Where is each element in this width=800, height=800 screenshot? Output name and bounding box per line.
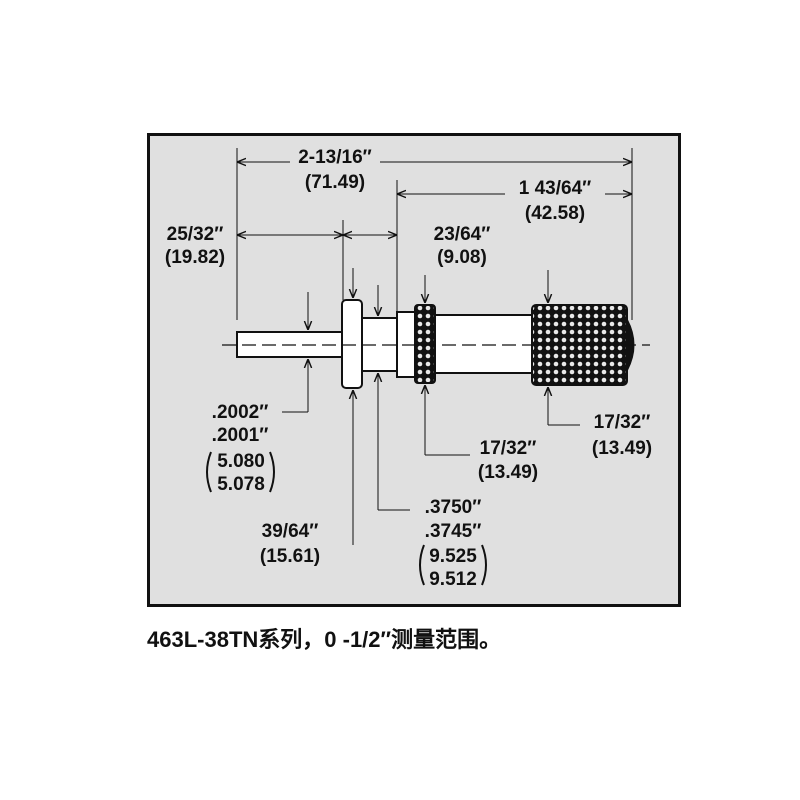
thimble-length-mm-label: (42.58) <box>525 203 585 224</box>
flange-gap-label: 23/64″ <box>434 224 491 245</box>
flange-gap-mm-label: (9.08) <box>437 247 487 268</box>
flange-dia-label: 39/64″ <box>262 521 319 542</box>
dimension-lines <box>237 162 632 235</box>
thimble-length-label: 1 43/64″ <box>519 178 592 199</box>
knurled-nut <box>414 304 436 384</box>
overall-length-label: 2-13/16″ <box>298 147 372 168</box>
stem-dia-label-2: .3745″ <box>425 521 482 542</box>
overall-length-mm-label: (71.49) <box>305 172 365 193</box>
spindle-flange-mm-label: (19.82) <box>165 247 225 268</box>
flange-dia-mm-label: (15.61) <box>260 546 320 567</box>
sleeve <box>434 314 533 374</box>
figure-caption: 463L-38TN系列，0 -1/2″测量范围。 <box>147 627 502 652</box>
stem-dia-mm-label-1: 9.525 <box>429 546 477 567</box>
spindle-dia-label-1: .2002″ <box>212 402 269 423</box>
spindle-flange-label: 25/32″ <box>167 224 224 245</box>
dimension-labels: 2-13/16″ (71.49) 1 43/64″ (42.58) 25/32″… <box>165 147 652 590</box>
knurl-dia-label: 17/32″ <box>480 438 537 459</box>
spindle-dia-mm-label-2: 5.078 <box>217 474 265 495</box>
knurl-dia-mm-label: (13.49) <box>478 462 538 483</box>
thimble-dia-mm-label: (13.49) <box>592 438 652 459</box>
stem-dia-label-1: .3750″ <box>425 497 482 518</box>
diameter-leaders <box>282 268 580 545</box>
flange <box>341 299 363 389</box>
micrometer-body <box>236 299 635 389</box>
stem-dia-mm-label-2: 9.512 <box>429 569 477 590</box>
spindle-dia-mm-label-1: 5.080 <box>217 451 265 472</box>
spindle-dia-label-2: .2001″ <box>212 425 269 446</box>
metric-brackets <box>206 451 487 586</box>
thimble-dia-label: 17/32″ <box>594 412 651 433</box>
